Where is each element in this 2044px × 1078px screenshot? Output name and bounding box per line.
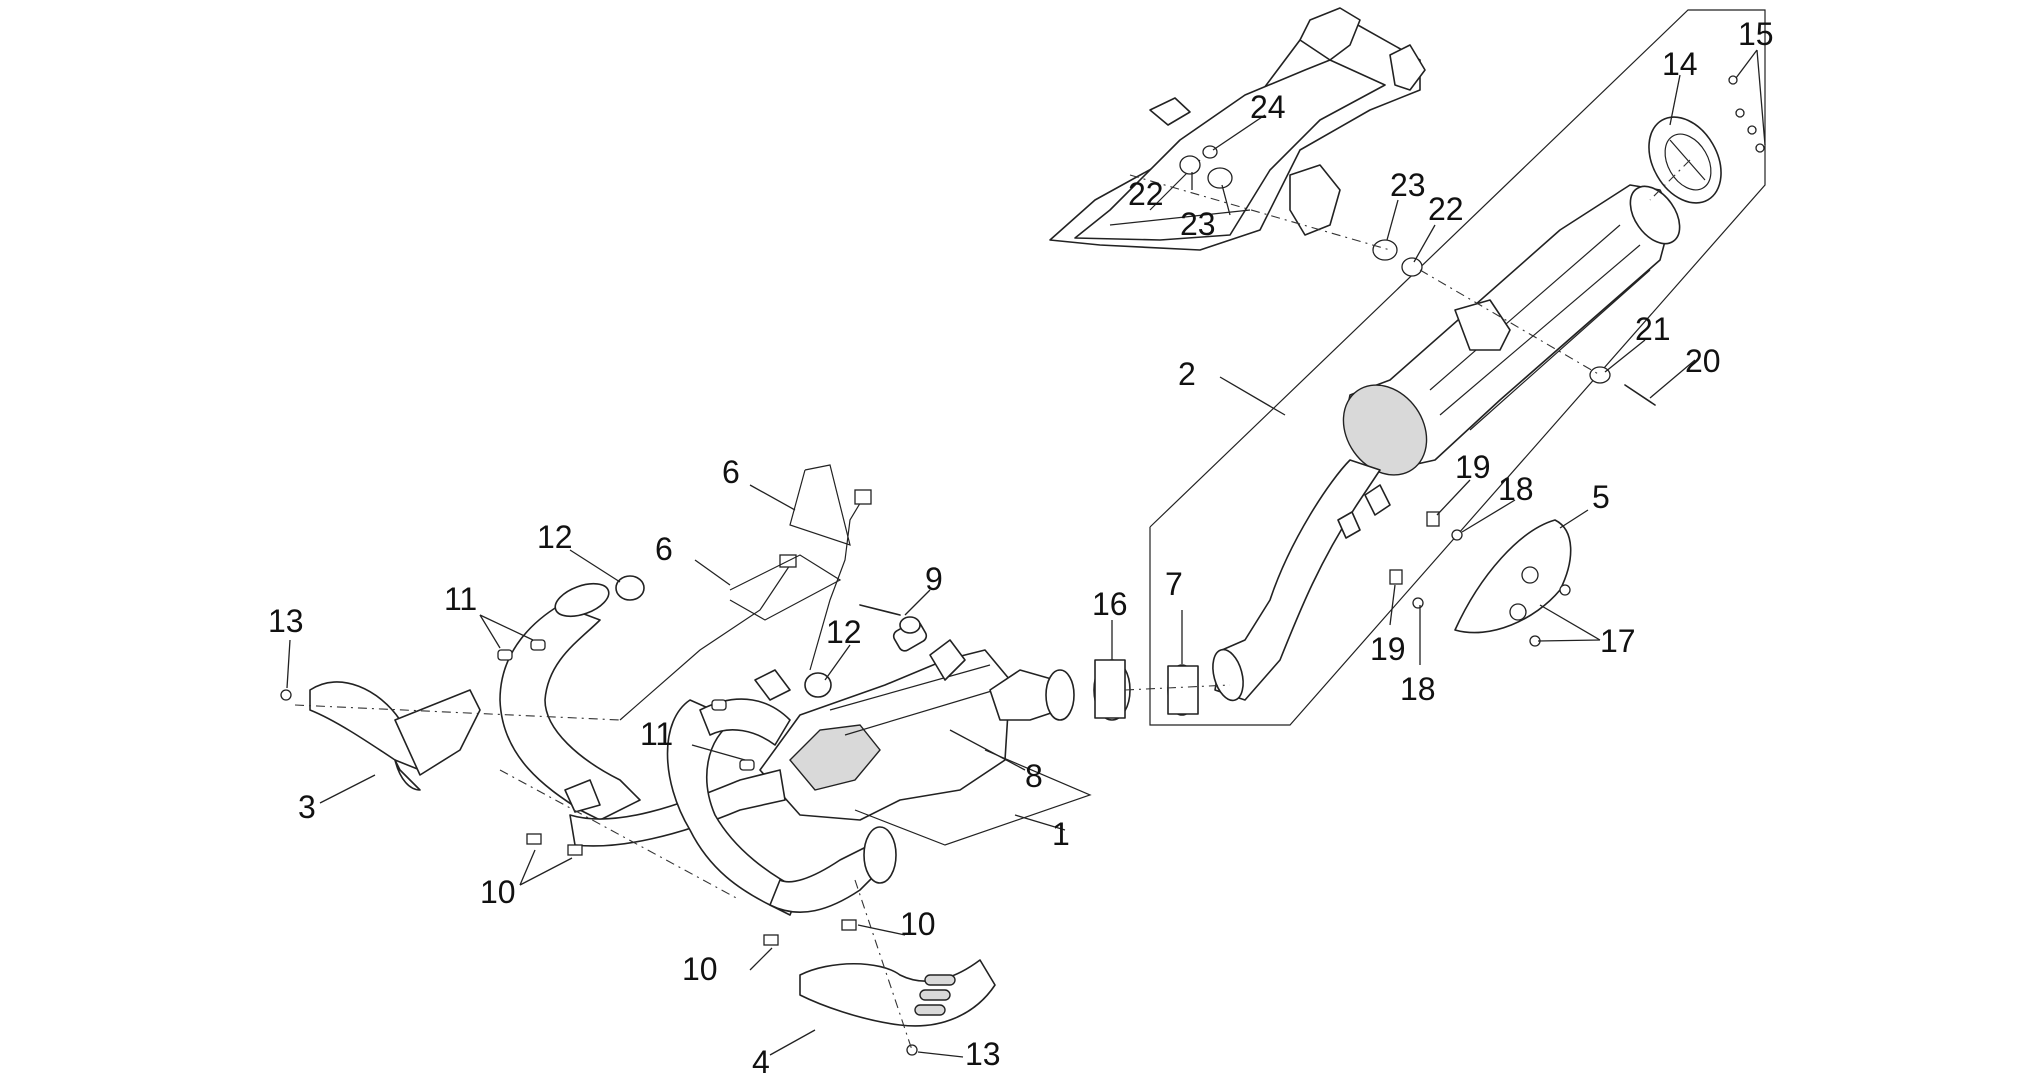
header-heat-guard-left bbox=[309, 681, 481, 791]
bracket-6b bbox=[789, 464, 851, 546]
clamp-and-sleeves bbox=[1093, 659, 1199, 721]
muffler-heat-shield bbox=[1454, 519, 1572, 634]
rear-frame-subframe bbox=[1049, 7, 1426, 251]
callout-7: 7 bbox=[1165, 566, 1183, 602]
callout-24: 24 bbox=[1250, 89, 1286, 125]
callout-9: 9 bbox=[925, 561, 943, 597]
callout-22b: 22 bbox=[1428, 191, 1464, 227]
gasket-lower bbox=[804, 672, 832, 698]
callout-23b: 23 bbox=[1390, 167, 1426, 203]
group-outline-muffler bbox=[1149, 9, 1766, 726]
callout-14: 14 bbox=[1662, 46, 1698, 82]
callout-23a: 23 bbox=[1180, 206, 1216, 242]
callout-4: 4 bbox=[752, 1044, 770, 1078]
callout-16: 16 bbox=[1092, 586, 1128, 622]
callout-3: 3 bbox=[298, 789, 316, 825]
muffler-assembly bbox=[1212, 184, 1681, 702]
callout-13b: 13 bbox=[965, 1036, 1001, 1072]
callout-20: 20 bbox=[1685, 343, 1721, 379]
bolt-9 bbox=[859, 604, 901, 616]
callout-10a: 10 bbox=[480, 874, 516, 910]
muffler-end-cap bbox=[1648, 116, 1722, 204]
washer-22-left bbox=[1179, 155, 1201, 175]
callout-18b: 18 bbox=[1400, 671, 1436, 707]
catalytic-converter-assembly bbox=[759, 620, 1075, 821]
oxygen-sensor-rear bbox=[809, 489, 872, 671]
header-heat-guard-right bbox=[799, 959, 996, 1027]
callout-10c: 10 bbox=[682, 951, 718, 987]
small-hardware bbox=[280, 75, 1765, 1056]
callout-5: 5 bbox=[1592, 479, 1610, 515]
callout-leaders bbox=[286, 49, 1766, 1058]
spacer-9 bbox=[899, 616, 921, 634]
callout-12b: 12 bbox=[826, 614, 862, 650]
bracket-1 bbox=[854, 749, 1092, 846]
washer-22-right bbox=[1401, 257, 1423, 277]
rubber-23-right bbox=[1372, 239, 1398, 261]
callout-17: 17 bbox=[1600, 623, 1636, 659]
callout-15: 15 bbox=[1738, 16, 1774, 52]
gasket-upper bbox=[615, 575, 645, 601]
callout-8: 8 bbox=[1025, 758, 1043, 794]
callout-11a: 11 bbox=[444, 581, 477, 617]
rubber-23-left bbox=[1207, 167, 1233, 189]
callout-6b: 6 bbox=[655, 531, 673, 567]
bracket-6a bbox=[729, 554, 842, 621]
callout-2: 2 bbox=[1178, 356, 1196, 392]
callout-18a: 18 bbox=[1498, 471, 1534, 507]
callout-1: 1 bbox=[1052, 816, 1070, 852]
callout-22a: 22 bbox=[1128, 176, 1164, 212]
washer-21 bbox=[1589, 366, 1611, 384]
callout-11b: 11 bbox=[640, 716, 673, 752]
callout-21: 21 bbox=[1635, 311, 1671, 347]
callout-6a: 6 bbox=[722, 454, 740, 490]
exhaust-header-pipes bbox=[499, 582, 897, 916]
washer-24 bbox=[1202, 145, 1218, 159]
callout-19a: 19 bbox=[1455, 449, 1491, 485]
bolt-20 bbox=[1624, 384, 1656, 406]
callout-10b: 10 bbox=[900, 906, 936, 942]
assembly-centerlines bbox=[294, 159, 1691, 1051]
callout-13a: 13 bbox=[268, 603, 304, 639]
callout-12a: 12 bbox=[537, 519, 573, 555]
callout-19b: 19 bbox=[1370, 631, 1406, 667]
